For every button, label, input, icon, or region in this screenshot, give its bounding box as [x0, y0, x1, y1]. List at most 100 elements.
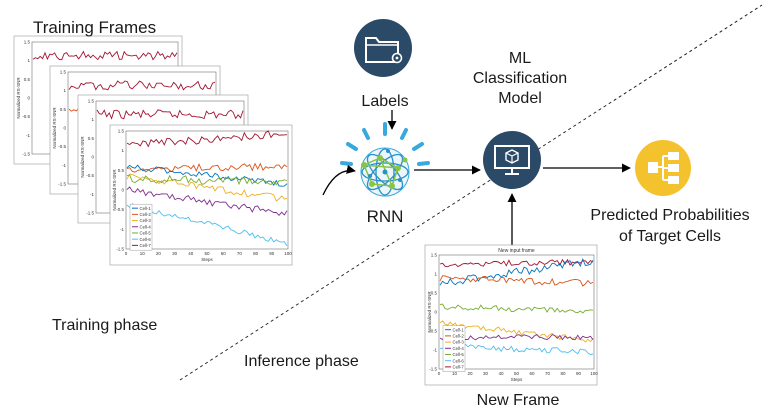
labels-label: Labels: [361, 93, 408, 110]
y-tick-label: 0.5: [60, 107, 67, 112]
x-tick-label: 30: [483, 371, 489, 376]
inference-phase-label: Inference phase: [244, 353, 359, 370]
legend-entry: Cell-7: [140, 243, 152, 248]
series-line: [126, 164, 288, 187]
series-line: [32, 50, 178, 61]
neural-network-icon: [340, 122, 430, 197]
x-tick-label: 60: [529, 371, 535, 376]
x-tick-label: 90: [576, 371, 582, 376]
x-tick-label: 20: [156, 251, 162, 256]
frames-to-rnn-arrow: [322, 164, 356, 196]
legend-entry: Cell-5: [140, 231, 152, 236]
x-tick-label: 90: [269, 251, 275, 256]
predicted-label-line1: Predicted Probabilities: [590, 207, 749, 224]
x-tick-label: 50: [514, 371, 520, 376]
series-line: [439, 334, 594, 341]
y-tick-label: -1.5: [22, 152, 30, 157]
legend-entry: Cell-1: [140, 206, 152, 211]
y-tick-label: 1.5: [88, 99, 95, 104]
x-tick-label: 100: [590, 371, 598, 376]
legend-entry: Cell-2: [140, 212, 152, 217]
y-tick-label: 1.5: [60, 70, 67, 75]
x-tick-label: 60: [221, 251, 227, 256]
x-tick-label: 10: [140, 251, 146, 256]
y-tick-label: -1: [62, 163, 66, 168]
legend-entry: Cell-6: [453, 358, 465, 363]
legend-entry: Cell-5: [453, 352, 465, 357]
x-tick-label: 40: [188, 251, 194, 256]
legend-entry: Cell-4: [140, 224, 152, 229]
legend-entry: Cell-7: [453, 364, 465, 369]
x-axis-label: Steps: [511, 377, 523, 382]
folder-gear-icon: [354, 19, 412, 77]
y-tick-label: 1.5: [431, 253, 438, 258]
series-line: [126, 174, 288, 186]
x-tick-label: 0: [438, 371, 441, 376]
y-tick-label: 1.5: [118, 129, 125, 134]
x-tick-label: 10: [452, 371, 458, 376]
x-tick-label: 40: [498, 371, 504, 376]
x-tick-label: 70: [545, 371, 551, 376]
y-tick-label: 1.5: [24, 40, 31, 45]
y-axis-label: Normalized RS-SNR: [427, 291, 432, 333]
training-frames-label: Training Frames: [33, 18, 156, 37]
legend-entry: Cell-1: [453, 327, 465, 332]
plot-title: New input frame: [498, 248, 535, 254]
series-line: [68, 80, 216, 91]
y-tick-label: -0.5: [22, 114, 30, 119]
phase-divider: [179, 4, 763, 381]
x-axis-label: Steps: [201, 257, 213, 262]
predicted-label-line2: of Target Cells: [619, 228, 721, 245]
legend-entry: Cell-2: [453, 333, 465, 338]
ml-model-label-line3: Model: [498, 90, 542, 107]
y-tick-label: -1.5: [86, 211, 94, 216]
x-tick-label: 100: [284, 251, 292, 256]
series-line: [439, 303, 594, 314]
y-tick-label: 0: [91, 155, 94, 160]
rnn-label: RNN: [367, 207, 404, 226]
y-tick-label: -1.5: [429, 367, 437, 372]
y-axis-label: Normalized RS-SNR: [16, 77, 21, 119]
series-line: [96, 109, 244, 120]
y-axis-label: Normalized RS-SNR: [52, 107, 57, 149]
x-tick-label: 20: [467, 371, 473, 376]
y-tick-label: -1.5: [58, 182, 66, 187]
training-frames-stack: Normalized RS-SNR1.510.50-0.5-1-1.5Norma…: [13, 35, 293, 266]
x-tick-label: 30: [172, 251, 178, 256]
x-tick-label: 0: [125, 251, 128, 256]
y-tick-label: -0.5: [429, 329, 437, 334]
legend-entry: Cell-3: [140, 218, 152, 223]
series-line: [126, 203, 288, 247]
ml-model-label-line2: Classification: [473, 70, 567, 87]
legend-entry: Cell-6: [140, 237, 152, 242]
y-tick-label: 0: [434, 310, 437, 315]
legend-entry: Cell-3: [453, 340, 465, 345]
y-tick-label: -1.5: [116, 247, 124, 252]
series-line: [439, 258, 594, 268]
series-line: [126, 162, 288, 173]
x-tick-label: 70: [237, 251, 243, 256]
x-tick-label: 50: [204, 251, 210, 256]
y-tick-label: -1: [433, 348, 437, 353]
y-tick-label: -1: [120, 227, 124, 232]
y-axis-label: Normalized RS-SNR: [112, 169, 117, 211]
x-tick-label: 80: [560, 371, 566, 376]
y-tick-label: 0: [121, 188, 124, 193]
y-tick-label: 1: [121, 148, 124, 153]
series-line: [439, 343, 594, 355]
y-tick-label: -1: [90, 192, 94, 197]
y-tick-label: 0: [27, 96, 30, 101]
new-frame-label: New Frame: [477, 392, 560, 409]
series-line: [126, 130, 288, 148]
y-tick-label: 1: [434, 272, 437, 277]
y-tick-label: 0.5: [431, 291, 438, 296]
y-tick-label: -1: [26, 133, 30, 138]
series-line: [126, 186, 288, 216]
x-tick-label: 80: [253, 251, 259, 256]
y-tick-label: -0.5: [58, 144, 66, 149]
y-tick-label: 0.5: [88, 136, 95, 141]
